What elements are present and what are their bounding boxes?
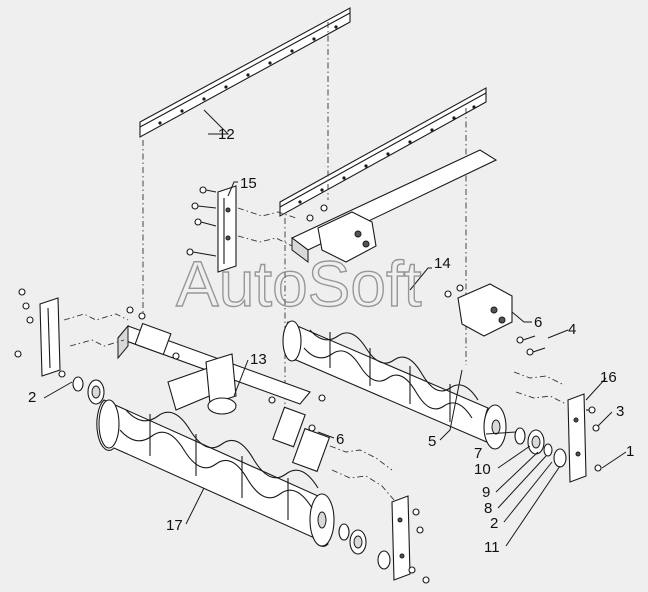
callout-2-left: 2 [28, 389, 36, 406]
callout-5: 5 [428, 433, 436, 450]
front-side-plate-right [391, 495, 430, 584]
watermark-text: AutoSoft [176, 248, 422, 320]
callout-10: 10 [474, 461, 491, 478]
callout-16: 16 [600, 369, 617, 386]
callout-1: 1 [626, 443, 634, 460]
callout-2-right: 2 [490, 515, 498, 532]
rear-frame-14 [290, 149, 546, 356]
callout-9: 9 [482, 484, 490, 501]
callout-11: 11 [484, 539, 500, 556]
callout-8: 8 [484, 500, 492, 517]
callout-6-upper: 6 [534, 314, 542, 331]
leader-lines [43, 109, 627, 547]
callout-4: 4 [568, 321, 576, 338]
rear-roller-5 [282, 320, 507, 450]
callout-12: 12 [218, 126, 235, 143]
scraper-bar-upper [139, 7, 351, 138]
callout-3: 3 [616, 403, 624, 420]
rear-bracket-15 [186, 185, 237, 273]
callout-17: 17 [166, 517, 183, 534]
side-plate-16 [567, 393, 602, 483]
front-bearing-stack-right [338, 523, 391, 570]
alignment-lines [142, 22, 467, 420]
callout-15: 15 [240, 175, 257, 192]
front-roller-17 [96, 399, 335, 547]
callout-7: 7 [474, 445, 482, 462]
front-bearing-stack-left [72, 376, 105, 405]
front-side-plate-left [14, 288, 66, 378]
callout-labels: 12 15 14 6 4 13 16 3 5 6 2 1 7 10 9 8 2 … [28, 126, 634, 556]
rear-bearing-stack [514, 427, 567, 468]
front-frame-13 [117, 306, 331, 473]
callout-14: 14 [434, 255, 451, 272]
callout-6-lower: 6 [336, 431, 344, 448]
scraper-bar-lower [279, 87, 487, 217]
fastener-paths [63, 207, 567, 501]
callout-13: 13 [250, 351, 267, 368]
